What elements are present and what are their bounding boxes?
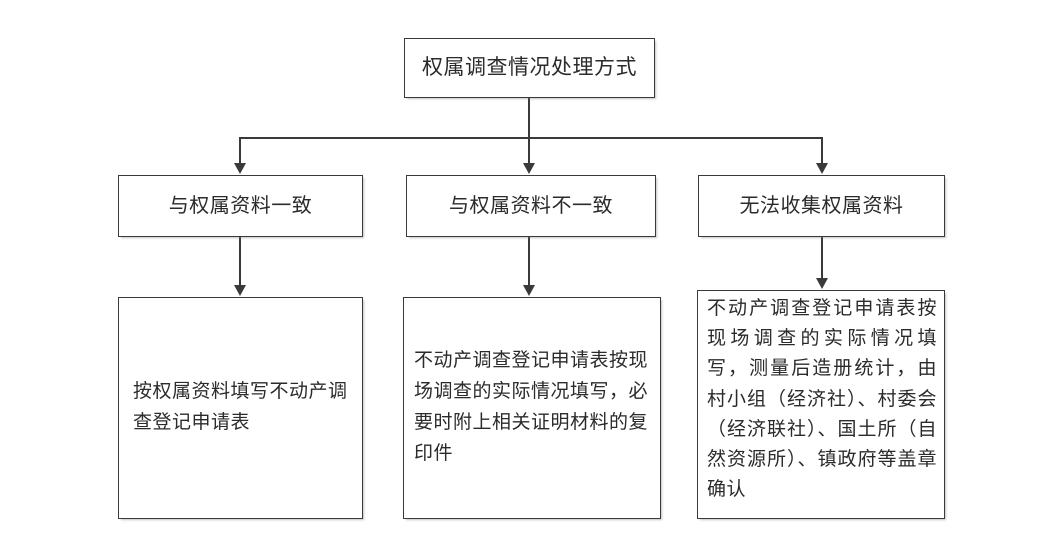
connector-bus [240,137,822,139]
arrowhead-to-condition-3 [816,163,828,174]
node-action-2-label: 不动产调查登记申请表按现场调查的实际情况填写，必要时附上相关证明材料的复印件 [414,350,649,464]
connector-condition-1-to-action-1 [239,237,241,286]
arrowhead-to-action-1 [234,285,246,296]
node-condition-2[interactable]: 与权属资料不一致 [406,175,656,237]
connector-bus-leg-3 [821,137,823,164]
node-root[interactable]: 权属调查情况处理方式 [404,38,655,98]
node-condition-1[interactable]: 与权属资料一致 [118,175,363,237]
node-condition-1-label: 与权属资料一致 [168,195,313,217]
node-condition-2-label: 与权属资料不一致 [449,195,613,217]
arrowhead-to-condition-1 [234,163,246,174]
connector-root-stem [528,98,530,138]
node-root-label: 权属调查情况处理方式 [422,55,637,80]
node-condition-3[interactable]: 无法收集权属资料 [698,175,945,237]
node-action-3-label: 不动产调查登记申请表按现场调查的实际情况填写，测量后造册统计，由村小组（经济社）… [707,298,937,501]
arrowhead-to-action-2 [523,285,535,296]
node-condition-3-label: 无法收集权属资料 [739,195,904,217]
connector-bus-leg-1 [239,137,241,164]
node-action-1-label: 按权属资料填写不动产调查登记申请表 [133,381,348,433]
node-action-1[interactable]: 按权属资料填写不动产调查登记申请表 [118,297,363,519]
connector-condition-3-to-action-3 [821,237,823,279]
connector-bus-leg-2 [528,137,530,164]
arrowhead-to-action-3 [816,278,828,289]
node-action-3[interactable]: 不动产调查登记申请表按现场调查的实际情况填写，测量后造册统计，由村小组（经济社）… [697,290,945,519]
arrowhead-to-condition-2 [523,163,535,174]
node-action-2[interactable]: 不动产调查登记申请表按现场调查的实际情况填写，必要时附上相关证明材料的复印件 [403,297,661,519]
connector-condition-2-to-action-2 [528,237,530,286]
